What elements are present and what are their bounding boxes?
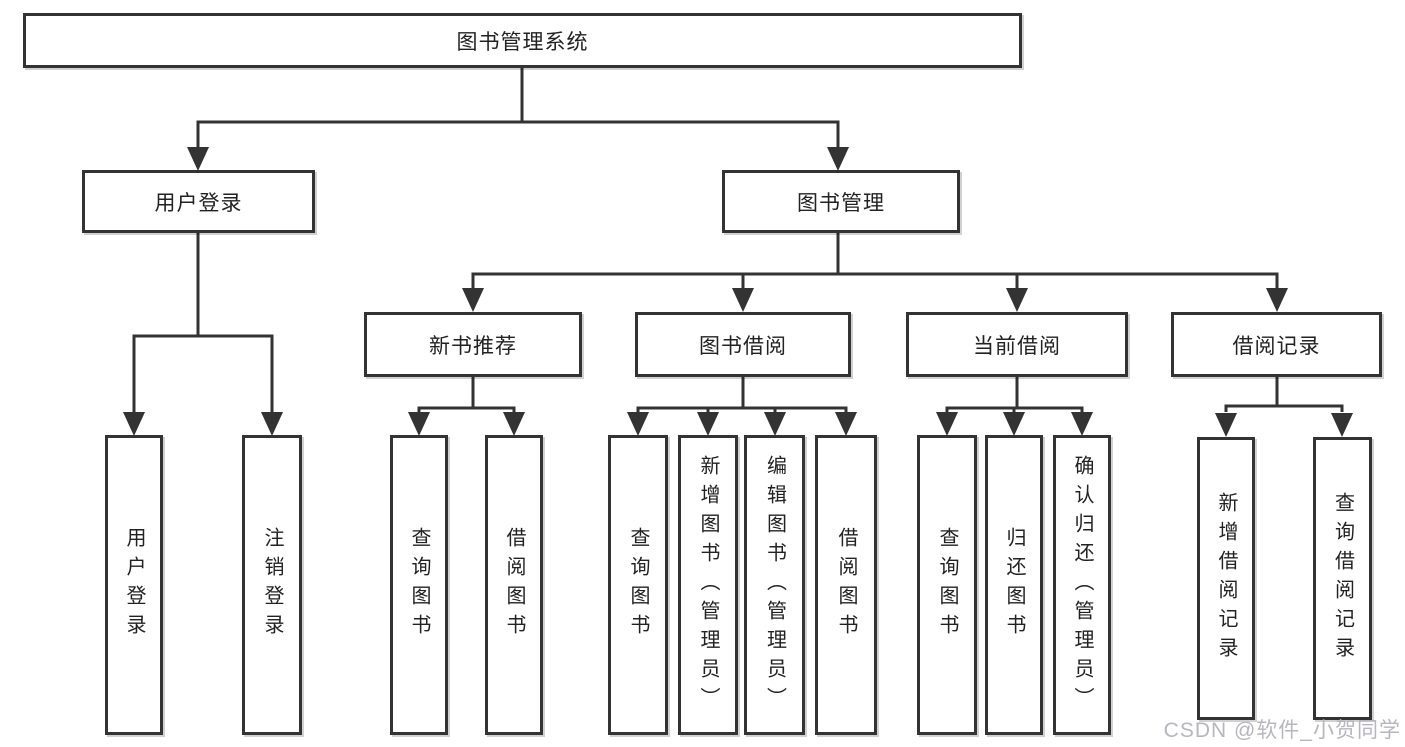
node-new-book-recommend-label: 新书推荐	[429, 334, 517, 358]
node-user-login-label: 用户登录	[154, 191, 243, 215]
node-book-management: 图书管理	[722, 170, 960, 233]
leaf-query-books-1-label: 查询图书	[408, 527, 430, 643]
node-root-label: 图书管理系统	[456, 30, 589, 54]
leaf-return-books: 归还图书	[985, 435, 1043, 735]
leaf-confirm-return-admin: 确认归还（管理员）	[1053, 435, 1111, 735]
node-book-management-label: 图书管理	[797, 191, 885, 215]
node-current-borrow-label: 当前借阅	[973, 334, 1061, 358]
node-current-borrow: 当前借阅	[906, 312, 1128, 377]
leaf-add-borrow-record-label: 新增借阅记录	[1215, 491, 1237, 666]
leaf-logout-label: 注销登录	[261, 527, 283, 643]
leaf-query-books-2: 查询图书	[608, 435, 668, 735]
leaf-borrow-books-1: 借阅图书	[485, 435, 543, 735]
csdn-watermark: CSDN @软件_小贺同学	[1163, 719, 1401, 742]
leaf-borrow-books-1-label: 借阅图书	[503, 527, 525, 643]
node-root-system: 图书管理系统	[23, 13, 1022, 68]
node-book-borrow: 图书借阅	[635, 312, 851, 377]
leaf-edit-books-admin: 编辑图书（管理员）	[744, 435, 805, 735]
node-borrow-records: 借阅记录	[1171, 312, 1382, 377]
leaf-logout: 注销登录	[242, 435, 302, 735]
leaf-query-books-3: 查询图书	[917, 435, 977, 735]
leaf-query-books-2-label: 查询图书	[627, 527, 649, 643]
leaf-borrow-books-2: 借阅图书	[815, 435, 877, 735]
leaf-confirm-return-admin-label: 确认归还（管理员）	[1071, 454, 1093, 716]
node-user-login: 用户登录	[82, 170, 315, 233]
leaf-query-books-1: 查询图书	[390, 435, 448, 735]
leaf-add-books-admin: 新增图书（管理员）	[678, 435, 738, 735]
leaf-user-login: 用户登录	[105, 435, 163, 735]
node-new-book-recommend: 新书推荐	[364, 312, 582, 377]
node-book-borrow-label: 图书借阅	[699, 334, 787, 358]
node-borrow-records-label: 借阅记录	[1232, 334, 1321, 358]
leaf-query-books-3-label: 查询图书	[936, 527, 958, 643]
leaf-add-borrow-record: 新增借阅记录	[1197, 437, 1255, 720]
leaf-add-books-admin-label: 新增图书（管理员）	[697, 454, 719, 716]
leaf-borrow-books-2-label: 借阅图书	[835, 527, 857, 643]
leaf-return-books-label: 归还图书	[1003, 527, 1025, 643]
leaf-edit-books-admin-label: 编辑图书（管理员）	[763, 454, 786, 716]
leaf-user-login-label: 用户登录	[123, 527, 145, 643]
leaf-query-borrow-record-label: 查询借阅记录	[1331, 491, 1354, 666]
leaf-query-borrow-record: 查询借阅记录	[1313, 437, 1372, 720]
